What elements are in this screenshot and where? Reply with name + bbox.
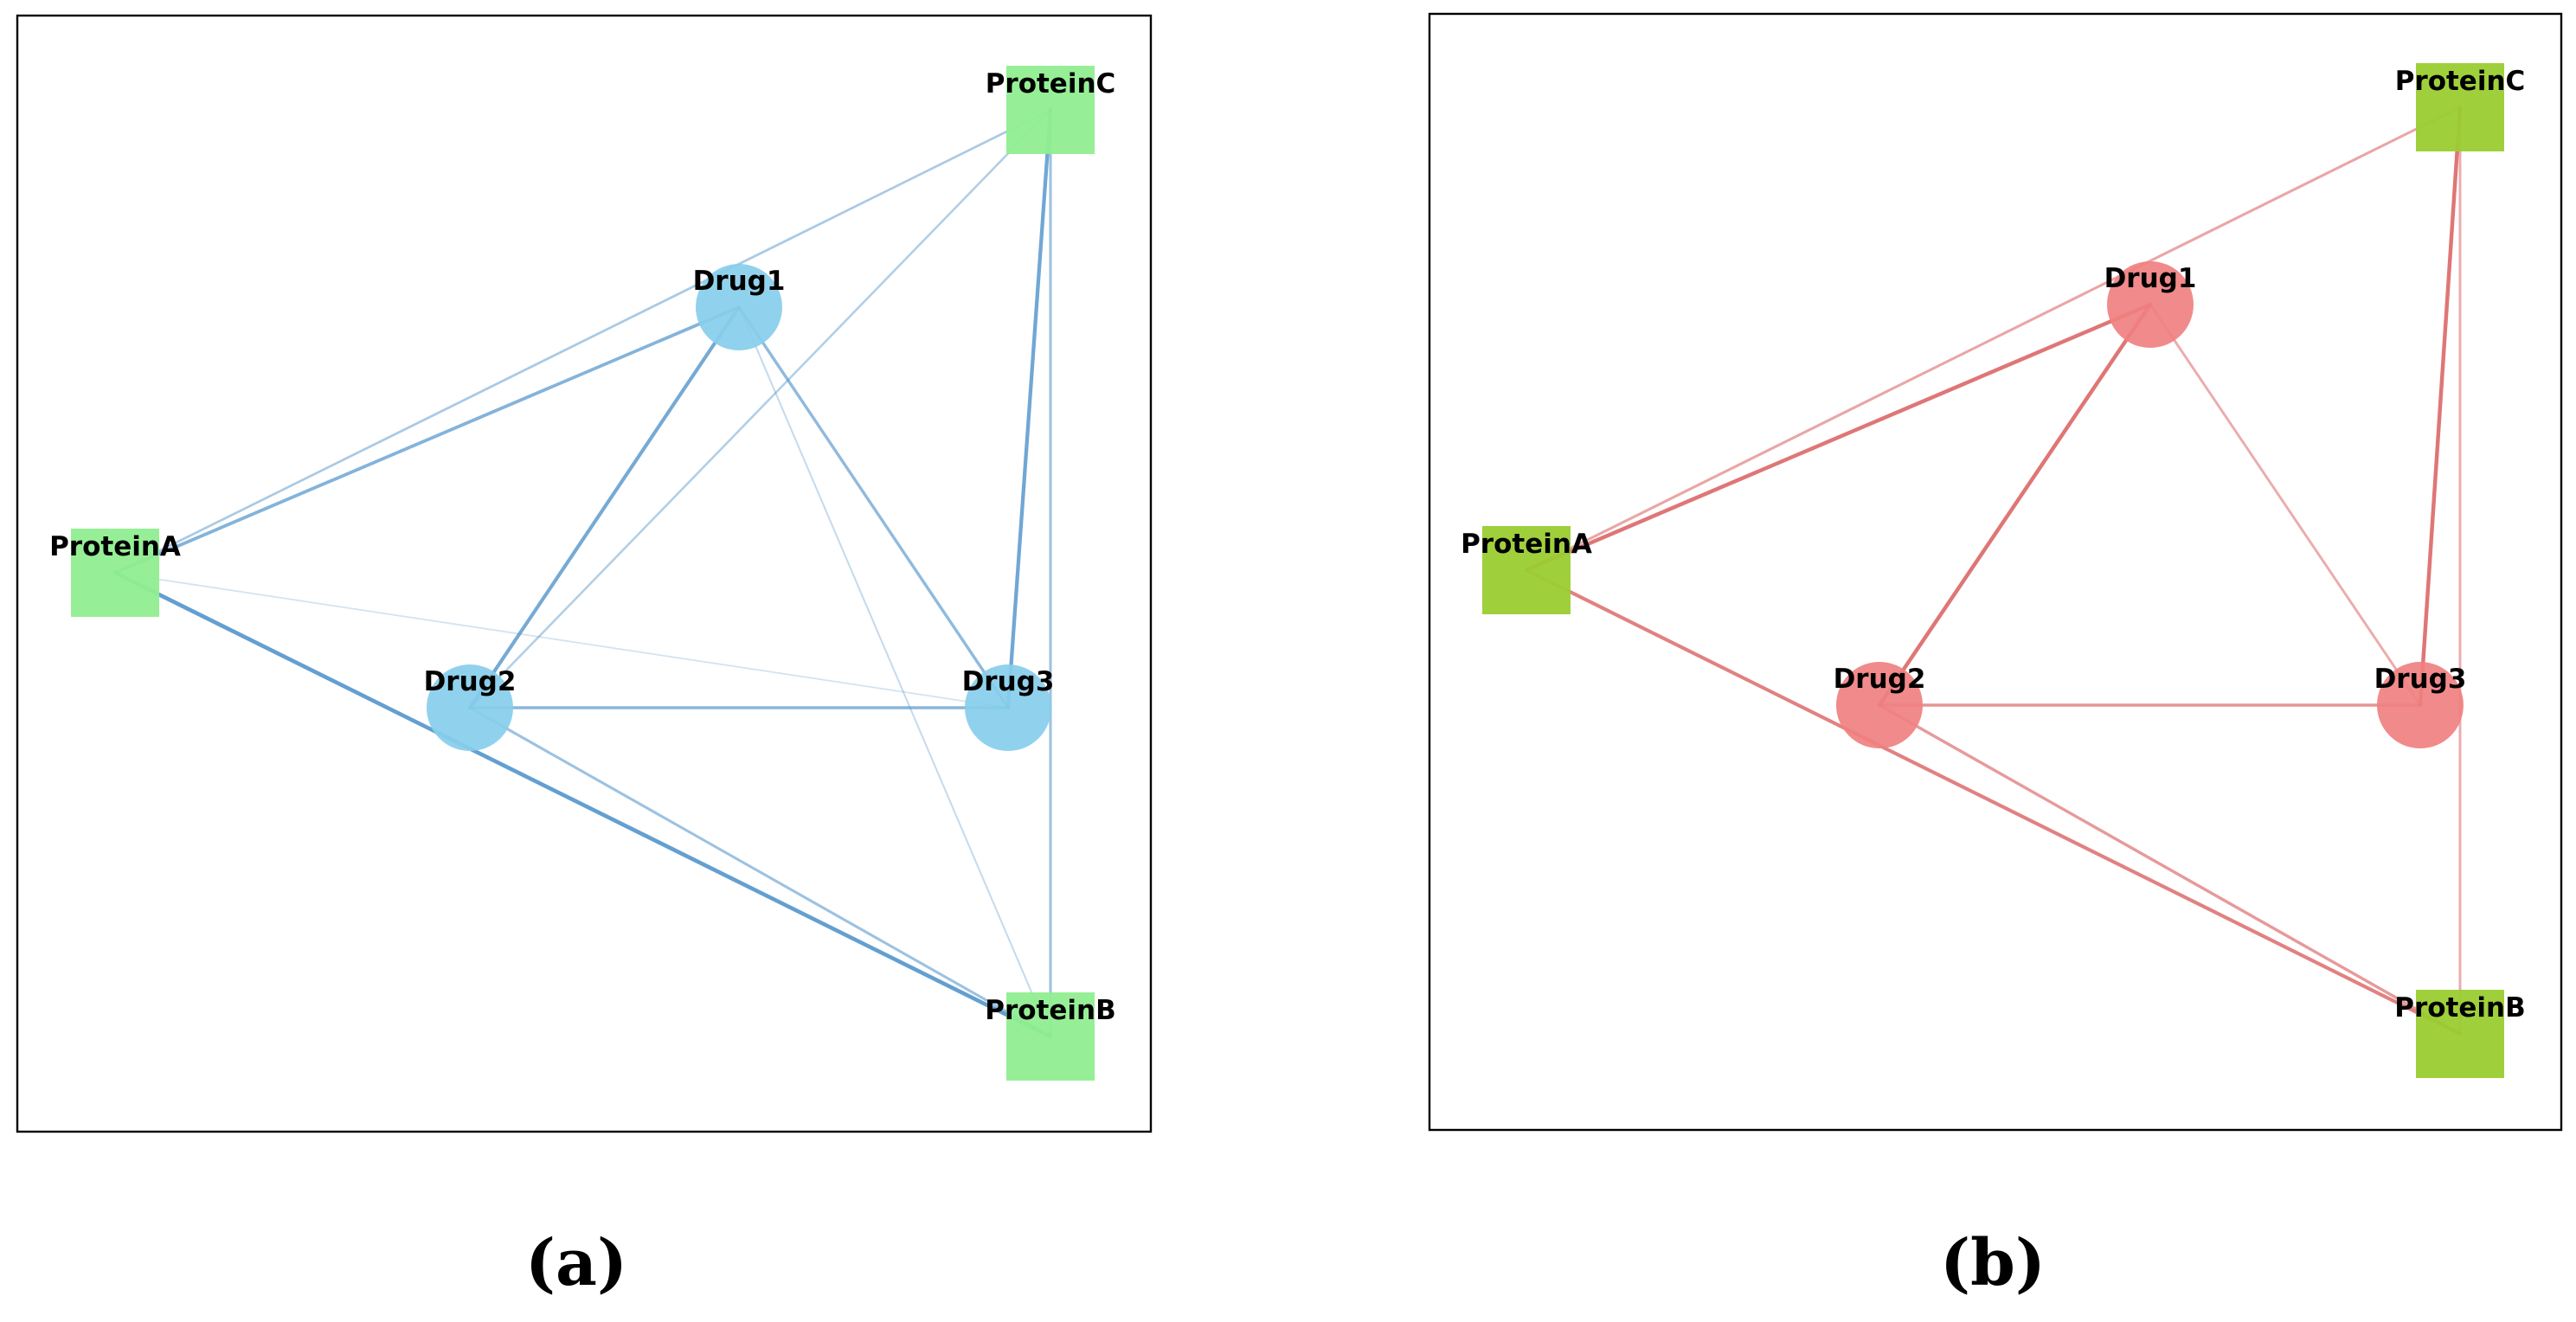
edge-drug1-drug2	[1877, 302, 2153, 708]
panel-a-edges	[112, 107, 1053, 1039]
node-drug3	[2377, 662, 2464, 748]
edge-proteinc-drug3	[1005, 107, 1053, 710]
node-proteinc	[1006, 66, 1095, 154]
panel-b-edges	[1524, 105, 2463, 1036]
panel-b-frame	[1428, 12, 2563, 1132]
edge-drug1-drug3	[2149, 303, 2422, 707]
node-proteinb	[2416, 990, 2504, 1078]
edge-proteinc-drug3	[2418, 105, 2463, 708]
node-label-drug2: Drug2	[1834, 664, 1926, 695]
node-proteina	[1482, 526, 1571, 614]
node-drug3	[965, 664, 1051, 751]
node-drug2	[1836, 662, 1923, 748]
node-proteinc	[2416, 63, 2504, 151]
node-proteina	[71, 529, 159, 617]
panel-a-caption: (a)	[525, 1226, 627, 1300]
node-label-proteina: ProteinA	[1461, 529, 1592, 560]
edge-proteina-proteinb	[1524, 568, 2463, 1036]
edge-drug2-proteinb	[1878, 703, 2462, 1036]
node-label-drug1: Drug1	[2104, 263, 2197, 294]
node-label-proteinb: ProteinB	[2394, 992, 2525, 1024]
node-drug1	[696, 264, 782, 350]
edge-proteina-drug3	[114, 572, 1009, 709]
node-label-proteinb: ProteinB	[985, 995, 1115, 1026]
node-drug1	[2107, 261, 2194, 348]
node-label-drug2: Drug2	[424, 666, 517, 697]
edge-proteina-proteinb	[112, 570, 1053, 1039]
edge-proteina-drug1	[1524, 302, 2153, 573]
node-label-proteinc: ProteinC	[986, 68, 1116, 99]
edge-proteina-proteinc	[113, 108, 1052, 574]
node-label-proteinc: ProteinC	[2395, 66, 2526, 97]
edge-proteina-drug1	[113, 305, 741, 574]
node-proteinb	[1006, 992, 1095, 1081]
panel-a-nodes	[71, 66, 1095, 1081]
node-drug2	[427, 664, 513, 751]
node-label-drug3: Drug3	[2374, 664, 2467, 695]
edge-drug2-proteinc	[468, 108, 1052, 709]
edge-drug1-drug3	[737, 305, 1010, 709]
panel-a-frame	[16, 14, 1153, 1133]
edge-drug2-proteinb	[468, 706, 1052, 1038]
edge-drug1-drug2	[467, 305, 742, 710]
node-label-drug3: Drug3	[962, 666, 1055, 697]
node-label-drug1: Drug1	[693, 266, 786, 297]
edge-drug1-proteinb	[737, 305, 1052, 1038]
node-label-proteina: ProteinA	[49, 531, 181, 562]
panel-b-nodes	[1482, 63, 2504, 1078]
edge-proteina-proteinc	[1525, 106, 2462, 572]
panel-b-caption: (b)	[1940, 1226, 2046, 1300]
